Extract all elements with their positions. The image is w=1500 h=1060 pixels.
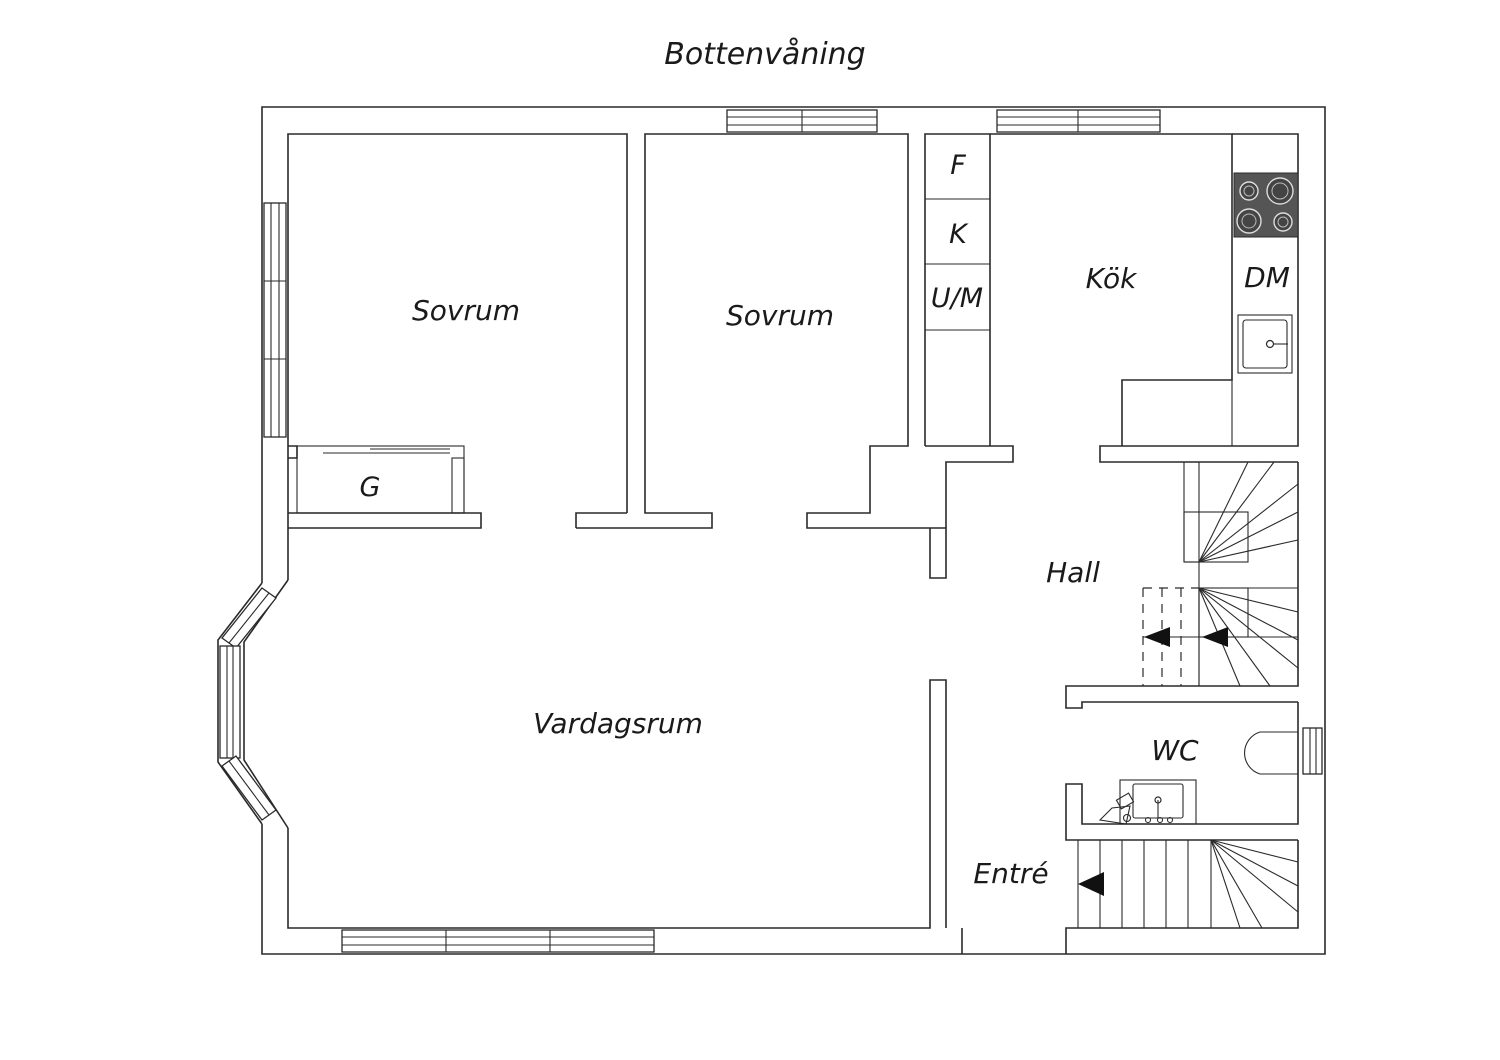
room-label-sovrum: Sovrum	[726, 299, 834, 332]
stair-arrow-icon	[1144, 627, 1170, 647]
room-label-hall: Hall	[1046, 556, 1100, 589]
floor-title: Bottenvåning	[664, 37, 865, 72]
windows	[219, 109, 1323, 953]
appliance-label-dm: DM	[1244, 261, 1290, 294]
staircase-upper-icon	[1142, 461, 1299, 687]
stair-arrow-icon	[1202, 627, 1228, 647]
interior-walls	[288, 133, 1299, 954]
closet-label-g: G	[360, 472, 381, 503]
staircase-lower-icon	[1077, 839, 1299, 929]
wc-sink-icon	[1098, 779, 1197, 825]
appliance-label-um: U/M	[931, 283, 983, 314]
stove-icon	[1233, 172, 1299, 238]
appliance-label-k: K	[949, 219, 969, 250]
room-label-entre: Entré	[973, 857, 1048, 890]
room-label-wc: WC	[1151, 734, 1199, 767]
room-label-sovrum: Sovrum	[412, 294, 520, 327]
appliance-label-f: F	[950, 150, 966, 181]
stair-arrow-icon	[1078, 872, 1104, 896]
room-label-kok: Kök	[1086, 262, 1138, 295]
exterior-walls	[217, 106, 1326, 955]
kitchen-sink-icon	[1237, 314, 1293, 374]
toilet-icon	[1244, 731, 1299, 775]
room-label-vardagsrum: Vardagsrum	[533, 707, 703, 740]
